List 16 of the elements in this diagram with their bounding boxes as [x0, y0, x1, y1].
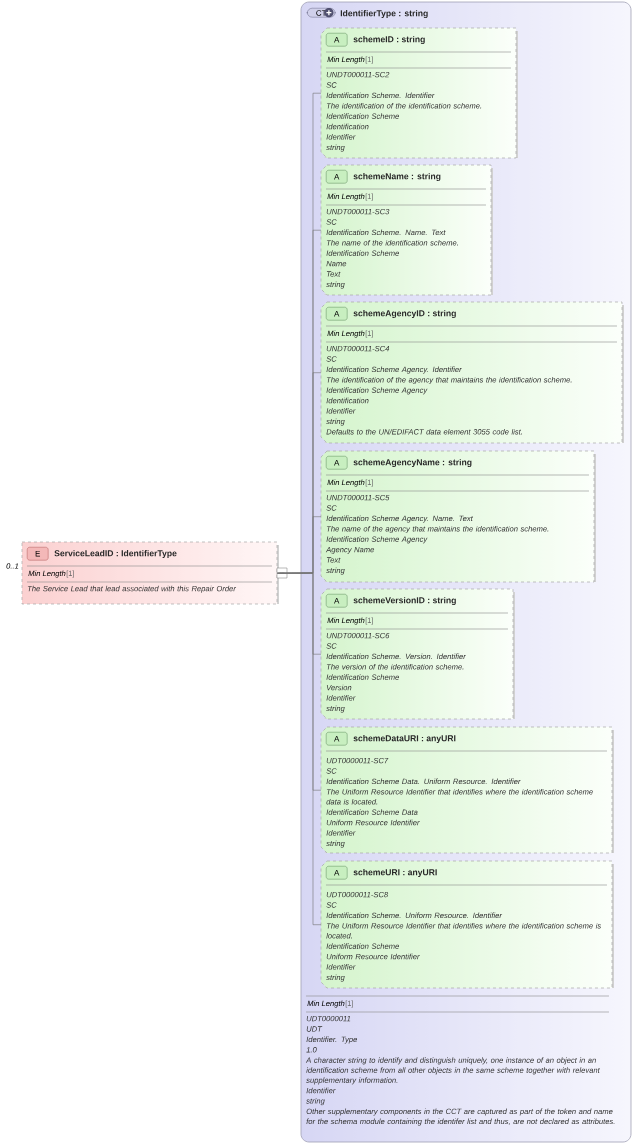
attribute-name: schemeAgencyName : string	[353, 459, 472, 468]
attribute-badge: A	[326, 732, 348, 746]
attribute-name: schemeDataURI : anyURI	[353, 735, 456, 743]
attribute-name: schemeVersionID : string	[353, 597, 456, 606]
attribute-badge: A	[326, 170, 348, 184]
type-name: IdentifierType : string	[340, 10, 428, 19]
attribute-badge: A	[326, 456, 348, 470]
attribute-name: schemeName : string	[353, 173, 441, 182]
connector-line	[277, 572, 322, 925]
attribute-badge: A	[326, 594, 348, 608]
attribute-badge: A	[326, 866, 348, 880]
attribute-badge: A	[326, 307, 348, 321]
attribute-name: schemeAgencyID : string	[353, 310, 456, 319]
attribute-name: schemeID : string	[353, 36, 425, 45]
attribute-badge: A	[326, 33, 348, 47]
attribute-name: schemeURI : anyURI	[353, 869, 437, 877]
